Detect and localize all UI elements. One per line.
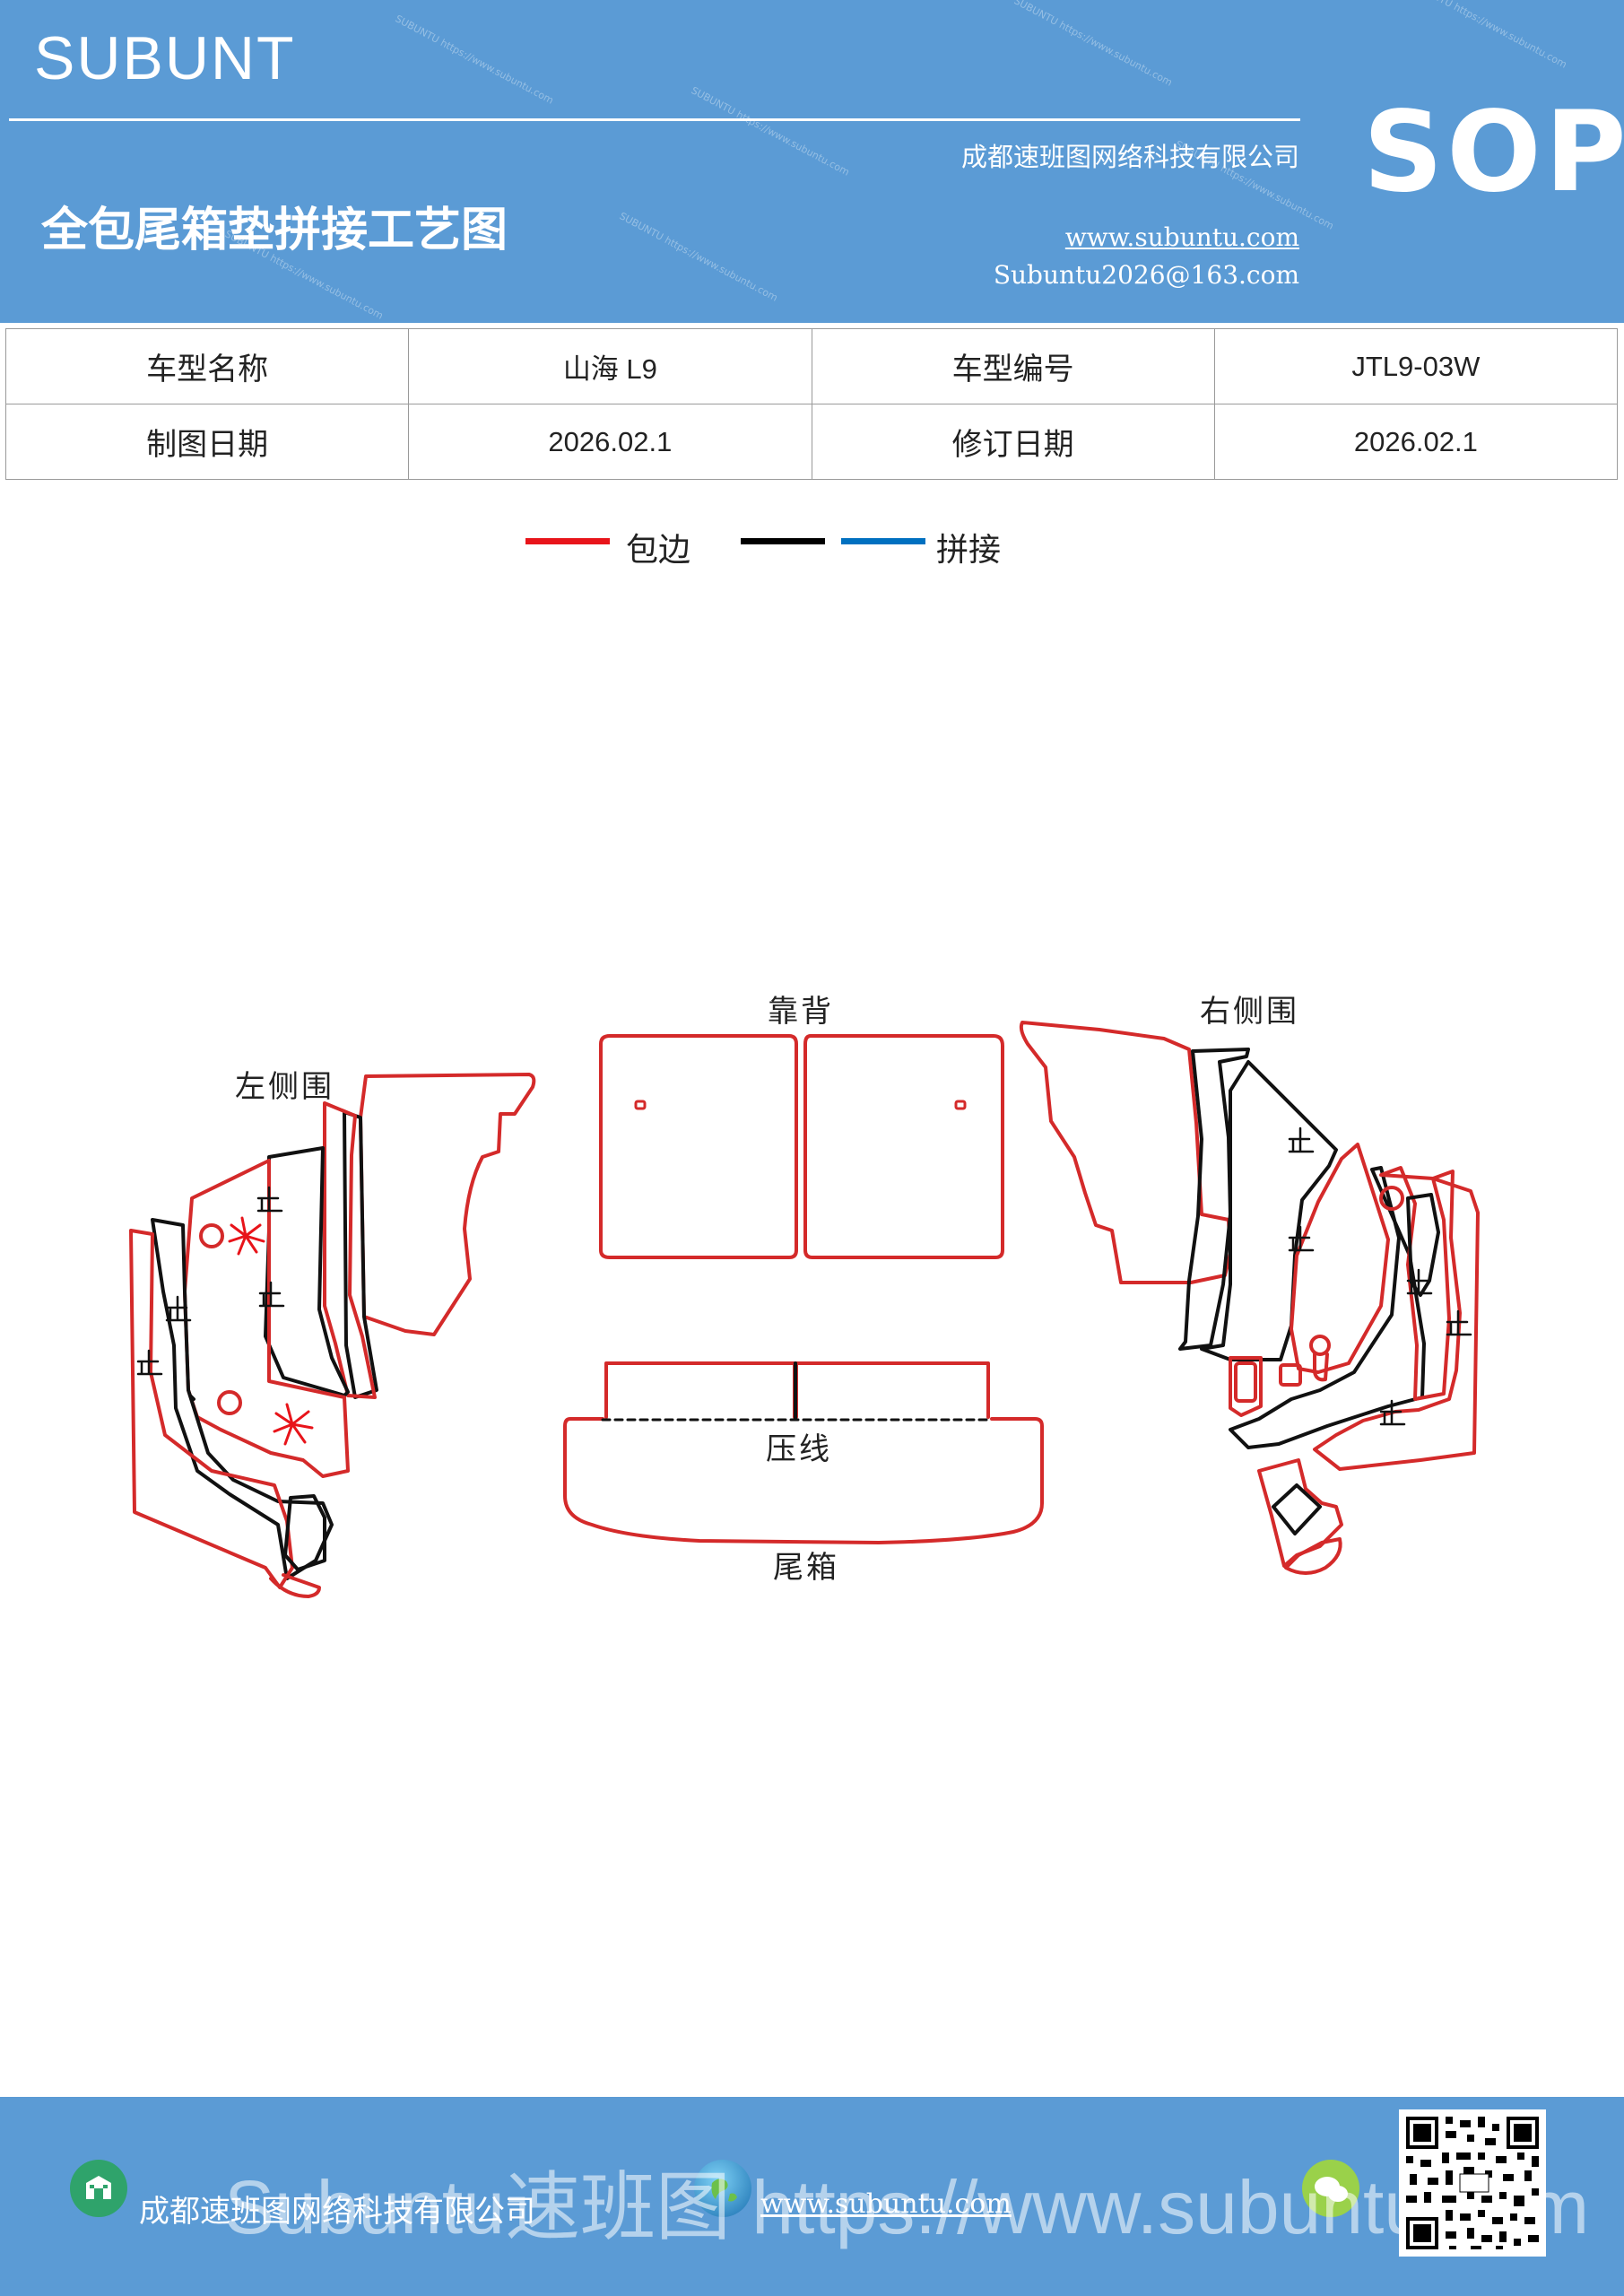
- model-name-value: 山海 L9: [408, 328, 812, 404]
- watermark-text: SUBUNTU https://www.subuntu.com: [393, 13, 556, 107]
- headrest-hole-left: [634, 1100, 647, 1110]
- splice-seam-swatch: [841, 538, 925, 544]
- qr-code: [1399, 2109, 1546, 2257]
- wrap-edge-swatch: [525, 538, 610, 544]
- drawing-date-label: 制图日期: [4, 404, 410, 480]
- backrest-label: 靠背: [768, 994, 834, 1030]
- right-side-panel: [1019, 1021, 1480, 1575]
- wechat-icon: [1302, 2160, 1359, 2217]
- drawing-date-value: 2026.02.1: [408, 404, 812, 480]
- email-address: Subuntu2026@163.com: [993, 260, 1299, 290]
- header-divider: [9, 118, 1300, 121]
- revision-date-value: 2026.02.1: [1213, 404, 1619, 480]
- stop-marks: [136, 1126, 1472, 1426]
- footer-company-name: 成都速班图网络科技有限公司: [139, 2194, 535, 2230]
- black-seam-swatch: [741, 538, 825, 544]
- trunk-floor: [563, 1361, 1044, 1544]
- wrap-edge-label: 包边: [626, 532, 691, 569]
- revision-date-label: 修订日期: [811, 404, 1215, 480]
- watermark-text: SUBUNTU https://www.subuntu.com: [1012, 0, 1175, 89]
- left-side-label: 左侧围: [235, 1069, 334, 1105]
- splice-label: 拼接: [936, 532, 1002, 569]
- table-row: 制图日期 2026.02.1 修订日期 2026.02.1: [4, 404, 1619, 480]
- model-code-value: JTL9-03W: [1213, 328, 1619, 404]
- right-side-label: 右侧围: [1200, 994, 1299, 1030]
- watermark-text: SUBUNTU https://www.subuntu.com: [1406, 0, 1569, 71]
- line-legend: 包边 拼接: [0, 520, 1624, 574]
- website-link[interactable]: www.subuntu.com: [1064, 222, 1299, 252]
- diagram-drawing: [129, 1021, 1480, 1598]
- watermark-text: SUBUNTU https://www.subuntu.com: [617, 210, 780, 304]
- left-flower-markers: [228, 1216, 314, 1446]
- globe-icon: [694, 2160, 751, 2217]
- left-side-panel: [129, 1073, 536, 1598]
- backrest-left-panel: [599, 1034, 798, 1259]
- model-code-label: 车型编号: [811, 328, 1215, 404]
- model-name-label: 车型名称: [4, 328, 410, 404]
- header-banner: SUBUNTU https://www.subuntu.com SUBUNTU …: [0, 0, 1624, 323]
- trunk-label: 尾箱: [773, 1550, 839, 1586]
- footer-banner: 成都速班图网络科技有限公司 www.subuntu.com Subuntu速班图…: [0, 2097, 1624, 2296]
- building-icon: [70, 2160, 127, 2217]
- headrest-hole-right: [954, 1100, 967, 1110]
- footer-overlay-text: Subuntu速班图 https://www.subuntu.com: [224, 2165, 1590, 2249]
- table-row: 车型名称 山海 L9 车型编号 JTL9-03W: [4, 328, 1619, 404]
- trunk-floor-outline: [563, 1417, 1044, 1544]
- backrest-panels: [599, 1034, 1004, 1259]
- brand-name: SUBUNT: [34, 24, 296, 92]
- press-line-label: 压线: [766, 1431, 832, 1467]
- trunk-flap-left: [604, 1361, 796, 1419]
- watermark-text: SUBUNTU https://www.subuntu.com: [689, 84, 852, 178]
- vehicle-info-table: 车型名称 山海 L9 车型编号 JTL9-03W 制图日期 2026.02.1 …: [4, 328, 1619, 480]
- splice-diagram: 左侧围 靠背 右侧围 压线 尾箱: [0, 969, 1624, 1614]
- backrest-right-panel: [803, 1034, 1004, 1259]
- sop-badge: SOP: [1363, 88, 1624, 217]
- trunk-flap-right: [795, 1361, 990, 1419]
- document-title: 全包尾箱垫拼接工艺图: [41, 203, 508, 257]
- footer-website-link[interactable]: www.subuntu.com: [760, 2188, 1012, 2220]
- company-name: 成都速班图网络科技有限公司: [960, 142, 1299, 172]
